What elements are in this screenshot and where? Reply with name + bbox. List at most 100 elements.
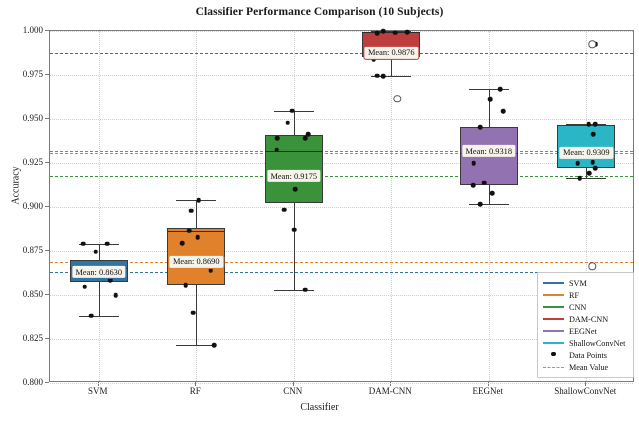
data-point <box>501 108 506 114</box>
color-swatch-icon <box>543 281 564 285</box>
data-point <box>302 136 308 141</box>
y-tick-label: 0.850 <box>22 289 43 299</box>
cap-upper <box>78 243 119 245</box>
data-point <box>113 293 119 298</box>
cap-lower <box>176 345 217 347</box>
data-point <box>470 182 476 188</box>
legend-label: RF <box>569 290 580 300</box>
x-tick-label-shallowconvnet: ShallowConvNet <box>554 386 617 396</box>
boxplot-shallowconvnet[interactable]: Mean: 0.9309 <box>50 31 633 381</box>
data-point <box>82 284 87 289</box>
data-point <box>590 131 596 137</box>
median-line <box>264 150 323 152</box>
legend-item-shallowconvnet[interactable]: ShallowConvNet <box>541 337 629 349</box>
gridline-horizontal <box>50 251 633 252</box>
legend-label: Data Points <box>569 350 607 360</box>
legend-item-rf[interactable]: RF <box>541 289 629 301</box>
boxplot-cnn[interactable]: Mean: 0.9175 <box>50 31 633 381</box>
y-tick-label: 0.950 <box>22 113 43 123</box>
data-point <box>285 120 291 125</box>
data-point <box>489 190 495 196</box>
y-tick-label: 0.875 <box>22 245 43 255</box>
data-point <box>179 240 185 246</box>
y-tick-label: 1.000 <box>22 25 43 35</box>
mean-line-rf <box>50 261 633 263</box>
cap-upper <box>371 31 412 33</box>
boxplot-rf[interactable]: Mean: 0.8690 <box>50 31 633 381</box>
legend-item-dam-cnn[interactable]: DAM-CNN <box>541 313 629 325</box>
boxplot-dam-cnn[interactable]: Mean: 0.9876 <box>50 29 633 381</box>
data-point <box>482 180 487 185</box>
outlier-marker <box>393 95 401 103</box>
cap-upper <box>468 89 509 91</box>
dashed-line-icon <box>543 366 564 368</box>
data-point <box>81 241 86 246</box>
y-tick-mark <box>45 30 49 31</box>
y-tick-mark <box>45 250 49 251</box>
data-point <box>478 202 483 207</box>
color-swatch-icon <box>543 341 564 345</box>
data-point <box>374 73 380 79</box>
cap-lower <box>78 315 119 317</box>
legend-item-svm[interactable]: SVM <box>541 277 629 289</box>
legend-item-data-points[interactable]: Data Points <box>541 349 629 361</box>
x-tick-label-cnn: CNN <box>283 386 303 396</box>
gridline-horizontal <box>50 119 633 120</box>
gridline-vertical <box>586 31 588 381</box>
data-point <box>374 30 380 36</box>
data-point <box>587 170 592 176</box>
mean-label-eegnet: Mean: 0.9318 <box>461 143 517 159</box>
gridline-vertical <box>98 31 100 381</box>
legend-label: Mean Value <box>569 362 609 372</box>
outlier-marker <box>588 40 596 48</box>
gridline-vertical <box>391 31 393 381</box>
data-point <box>186 228 192 233</box>
mean-line-dam-cnn <box>50 52 633 54</box>
data-point <box>93 249 99 255</box>
mean-label-cnn: Mean: 0.9175 <box>266 169 322 184</box>
y-tick-mark <box>45 118 49 119</box>
data-point <box>487 96 493 102</box>
legend-item-eegnet[interactable]: EEGNet <box>541 325 629 337</box>
color-swatch-icon <box>543 305 564 309</box>
data-point <box>590 159 596 165</box>
cap-lower <box>468 204 509 206</box>
data-point <box>190 310 196 315</box>
data-point <box>289 108 295 113</box>
y-tick-mark <box>45 162 49 163</box>
data-point <box>281 207 287 212</box>
x-tick-mark <box>390 382 392 386</box>
mean-line-shallowconvnet <box>50 152 633 154</box>
mean-label-dam-cnn: Mean: 0.9876 <box>363 45 419 60</box>
cap-upper <box>566 123 607 125</box>
x-tick-label-rf: RF <box>189 386 201 396</box>
data-point <box>380 74 386 79</box>
data-point <box>575 161 580 166</box>
data-point <box>183 283 188 288</box>
x-axis-label: Classifier <box>300 402 339 413</box>
data-point <box>291 227 297 233</box>
gridline-horizontal <box>50 75 633 76</box>
y-tick-mark <box>45 74 49 75</box>
mean-label-shallowconvnet: Mean: 0.9309 <box>558 145 614 160</box>
legend-label: DAM-CNN <box>569 314 609 324</box>
legend-label: SVM <box>569 278 587 288</box>
legend-item-cnn[interactable]: CNN <box>541 301 629 313</box>
data-point <box>586 121 592 127</box>
data-point <box>478 124 483 130</box>
gridline-horizontal <box>50 207 633 208</box>
boxplot-svm[interactable]: Mean: 0.8630 <box>50 31 633 381</box>
mean-line-cnn <box>50 176 633 178</box>
boxplot-eegnet[interactable]: Mean: 0.9318 <box>50 31 633 381</box>
cap-lower <box>371 75 412 77</box>
color-swatch-icon <box>543 293 564 297</box>
chart-title: Classifier Performance Comparison (10 Su… <box>195 6 444 18</box>
mean-line-eegnet <box>50 151 633 153</box>
data-point <box>195 234 200 240</box>
y-tick-mark <box>45 338 49 339</box>
legend-item-mean-value[interactable]: Mean Value <box>541 361 629 373</box>
data-point <box>404 30 410 35</box>
data-point <box>105 241 110 246</box>
